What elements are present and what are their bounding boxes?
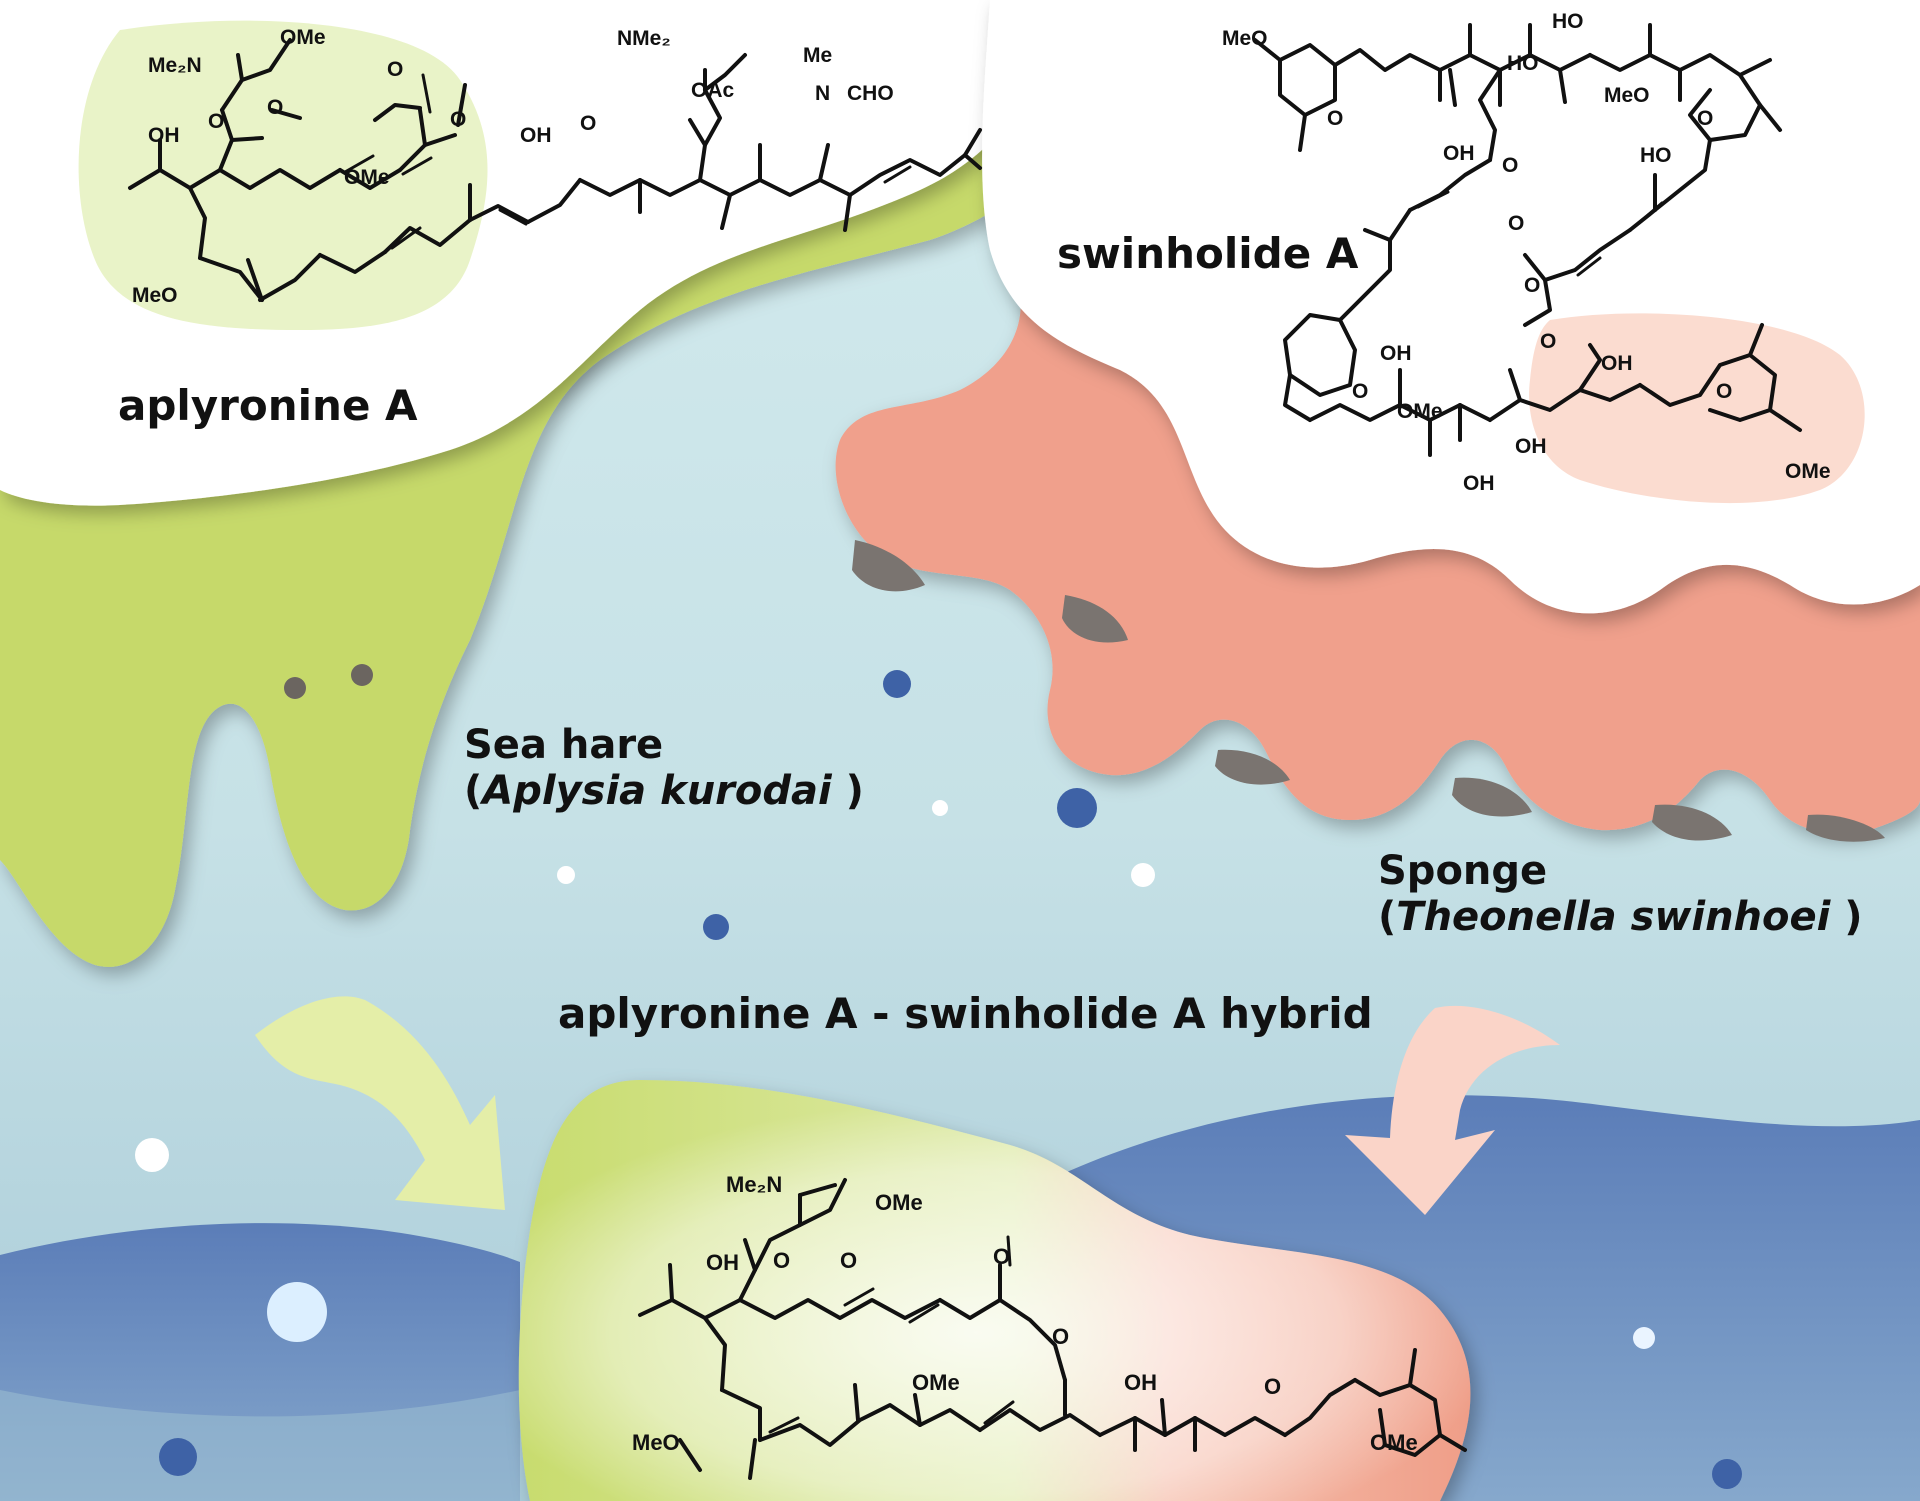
label-hybrid: aplyronine A - swinholide A hybrid	[558, 989, 1373, 1038]
swinholide-o-pyran-bottom: O	[1716, 380, 1732, 403]
swinholide-ome-low: OMe	[1397, 400, 1443, 423]
swinholide-o-pyran-top: O	[1327, 107, 1343, 130]
swinholide-meo-mid: MeO	[1604, 84, 1650, 107]
arrow-sea-hare-to-hybrid	[255, 996, 505, 1210]
label-aplyronine: aplyronine A	[118, 381, 418, 430]
sea-hare-species-line: (Aplysia kurodai )	[464, 768, 864, 814]
swinholide-oh-e: OH	[1601, 352, 1633, 375]
sponge-species: Theonella swinhoei	[1396, 894, 1831, 940]
aplyronine-atom-labels: Me₂N OMe OH OMe MeO OH NMe₂ OAc Me N CHO…	[132, 26, 894, 307]
sea-hare-paren-open: (	[464, 768, 483, 814]
hybrid-o-pyran: O	[1264, 1374, 1281, 1399]
aplyronine-ome-side: OMe	[280, 26, 326, 49]
sponge-paren-close: )	[1830, 894, 1863, 940]
bubble	[1057, 788, 1097, 828]
aplyronine-o-ester: O	[450, 108, 466, 131]
arrow-sponge-to-hybrid	[1345, 1005, 1560, 1215]
swinholide-oh-d: OH	[1463, 472, 1495, 495]
swinholide-o-carbonyl-2: O	[1524, 274, 1540, 297]
sponge-tip-1	[852, 540, 925, 592]
bubble	[557, 866, 575, 884]
aplyronine-o3: O	[580, 112, 596, 135]
hybrid-ome-ring: OMe	[912, 1370, 960, 1395]
hybrid-ome-side: OMe	[875, 1190, 923, 1215]
sponge-tip-5	[1652, 804, 1732, 841]
sea-hare-common-name: Sea hare	[464, 722, 664, 768]
sea-hare-paren-close: )	[831, 768, 864, 814]
swinholide-o-ester-1: O	[1502, 154, 1518, 177]
label-swinholide: swinholide A	[1057, 229, 1359, 278]
aplyronine-oac: OAc	[691, 79, 735, 102]
swinholide-ome-bottom: OMe	[1785, 460, 1831, 483]
sponge-species-line: (Theonella swinhoei )	[1378, 894, 1863, 940]
water-foreground	[0, 1390, 520, 1501]
bubble	[135, 1138, 169, 1172]
aplyronine-nme2-tail: NMe₂	[617, 27, 671, 50]
swinholide-o-dhp-left: O	[1352, 380, 1368, 403]
label-sponge: Sponge (Theonella swinhoei )	[1378, 848, 1863, 940]
aplyronine-ome-ring: OMe	[344, 166, 390, 189]
hybrid-oh: OH	[706, 1250, 739, 1275]
swinholide-meo-top: MeO	[1222, 27, 1268, 50]
aplyronine-me: Me	[803, 44, 832, 67]
aplyronine-n: N	[815, 82, 830, 105]
hybrid-o-carbonyl: O	[993, 1244, 1010, 1269]
hybrid-meo: MeO	[632, 1430, 680, 1455]
sponge-tip-2	[1062, 595, 1128, 643]
bubble	[1712, 1459, 1742, 1489]
aplyronine-structure	[128, 38, 982, 302]
swinholide-ho-1: HO	[1552, 10, 1584, 33]
swinholide-o-carbonyl-1: O	[1508, 212, 1524, 235]
aplyronine-o-carbonyl: O	[387, 58, 403, 81]
sea-hare-eye-left	[284, 677, 306, 699]
swinholide-atom-labels: MeO O OH HO HO MeO O HO O O OH O OMe OH …	[1222, 10, 1831, 495]
swinholide-ho-2: HO	[1507, 52, 1539, 75]
sponge-tip-4	[1452, 777, 1532, 817]
bubble	[1131, 863, 1155, 887]
hybrid-o-ester: O	[1052, 1324, 1069, 1349]
aplyronine-o2: O	[267, 96, 283, 119]
aplyronine-nme2-side: Me₂N	[148, 54, 202, 77]
hybrid-structure	[638, 1178, 1467, 1480]
swinholide-oh-a: OH	[1443, 142, 1475, 165]
swinholide-highlight	[1529, 313, 1865, 504]
swinholide-oh-b: OH	[1380, 342, 1412, 365]
swinholide-o-dhp-right: O	[1697, 107, 1713, 130]
aplyronine-cho: CHO	[847, 82, 894, 105]
hybrid-oh-tail: OH	[1124, 1370, 1157, 1395]
swinholide-oh-c: OH	[1515, 435, 1547, 458]
swinholide-ho-3: HO	[1640, 144, 1672, 167]
hybrid-ome-tail: OMe	[1370, 1430, 1418, 1455]
hybrid-o2: O	[840, 1248, 857, 1273]
sea-hare-species: Aplysia kurodai	[482, 768, 832, 814]
swinholide-structure	[1253, 23, 1802, 457]
bubble	[159, 1438, 197, 1476]
aplyronine-oh-tail: OH	[520, 124, 552, 147]
hybrid-nme2-side: Me₂N	[726, 1172, 782, 1197]
label-sea-hare: Sea hare (Aplysia kurodai )	[464, 722, 864, 814]
hybrid-blob-glow	[518, 1080, 1471, 1501]
bubble	[932, 800, 948, 816]
aplyronine-o1: O	[208, 110, 224, 133]
sponge-common-name: Sponge	[1378, 848, 1548, 894]
sea-hare-eye-right	[351, 664, 373, 686]
aplyronine-meo: MeO	[132, 284, 178, 307]
sponge-tip-6	[1806, 814, 1885, 842]
swinholide-o-ester-2: O	[1540, 330, 1556, 353]
sponge-tip-3	[1215, 749, 1290, 785]
hybrid-o1: O	[773, 1248, 790, 1273]
bubble	[267, 1282, 327, 1342]
bubble	[1633, 1327, 1655, 1349]
bubble	[703, 914, 729, 940]
bubble	[883, 670, 911, 698]
sponge-paren-open: (	[1378, 894, 1397, 940]
hybrid-atom-labels: Me₂N OMe OH OMe MeO OH O OMe O O O O	[632, 1172, 1418, 1455]
aplyronine-oh: OH	[148, 124, 180, 147]
